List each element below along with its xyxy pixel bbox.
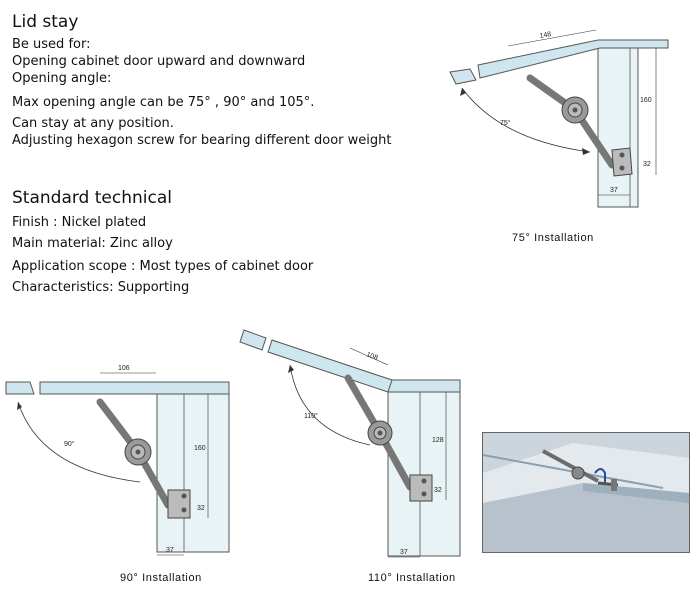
angle-label-90: 90° xyxy=(64,440,75,448)
standard-heading: Standard technical xyxy=(12,188,172,208)
characteristics-text: Characteristics: Supporting xyxy=(12,280,190,295)
photo-illustration xyxy=(483,433,689,552)
adjust-text: Adjusting hexagon screw for bearing diff… xyxy=(12,133,392,148)
finish-text: Finish : Nickel plated xyxy=(12,215,147,230)
caption-110: 110° Installation xyxy=(368,572,456,584)
dim-top-90: 106 xyxy=(118,365,130,372)
diagram-75-installation: 75° 148 160 32 37 xyxy=(449,29,669,208)
caption-90: 90° Installation xyxy=(120,572,202,584)
used-for-text: Opening cabinet door upward and downward xyxy=(12,54,306,69)
diagram-90-installation: 90° 106 160 32 37 xyxy=(5,365,230,556)
stay-text: Can stay at any position. xyxy=(12,116,174,131)
dim-height-75: 160 xyxy=(640,97,652,104)
page-title: Lid stay xyxy=(12,12,79,32)
product-photo xyxy=(482,432,690,553)
dim-offset-110: 37 xyxy=(400,549,408,556)
angle-label-75: 75° xyxy=(500,119,511,127)
max-angle-text: Max opening angle can be 75° , 90° and 1… xyxy=(12,95,315,110)
dim-hole-75: 32 xyxy=(643,161,651,168)
dim-hole-110: 32 xyxy=(434,487,442,494)
angle-label-110: 110° xyxy=(304,412,318,420)
scope-text: Application scope : Most types of cabine… xyxy=(12,259,314,274)
dim-height-90: 160 xyxy=(194,445,206,452)
dim-height-110: 128 xyxy=(432,437,444,444)
dim-offset-75: 37 xyxy=(610,187,618,194)
caption-75: 75° Installation xyxy=(512,232,594,244)
dim-top-110: 108 xyxy=(365,351,378,362)
dim-hole-90: 32 xyxy=(197,505,205,512)
material-text: Main material: Zinc alloy xyxy=(12,236,173,251)
diagram-110-installation: 110° 108 128 32 37 xyxy=(239,329,461,558)
used-for-label: Be used for: xyxy=(12,37,91,52)
dim-top-75: 148 xyxy=(539,31,552,40)
dim-offset-90: 37 xyxy=(166,547,174,554)
opening-angle-label: Opening angle: xyxy=(12,71,112,86)
